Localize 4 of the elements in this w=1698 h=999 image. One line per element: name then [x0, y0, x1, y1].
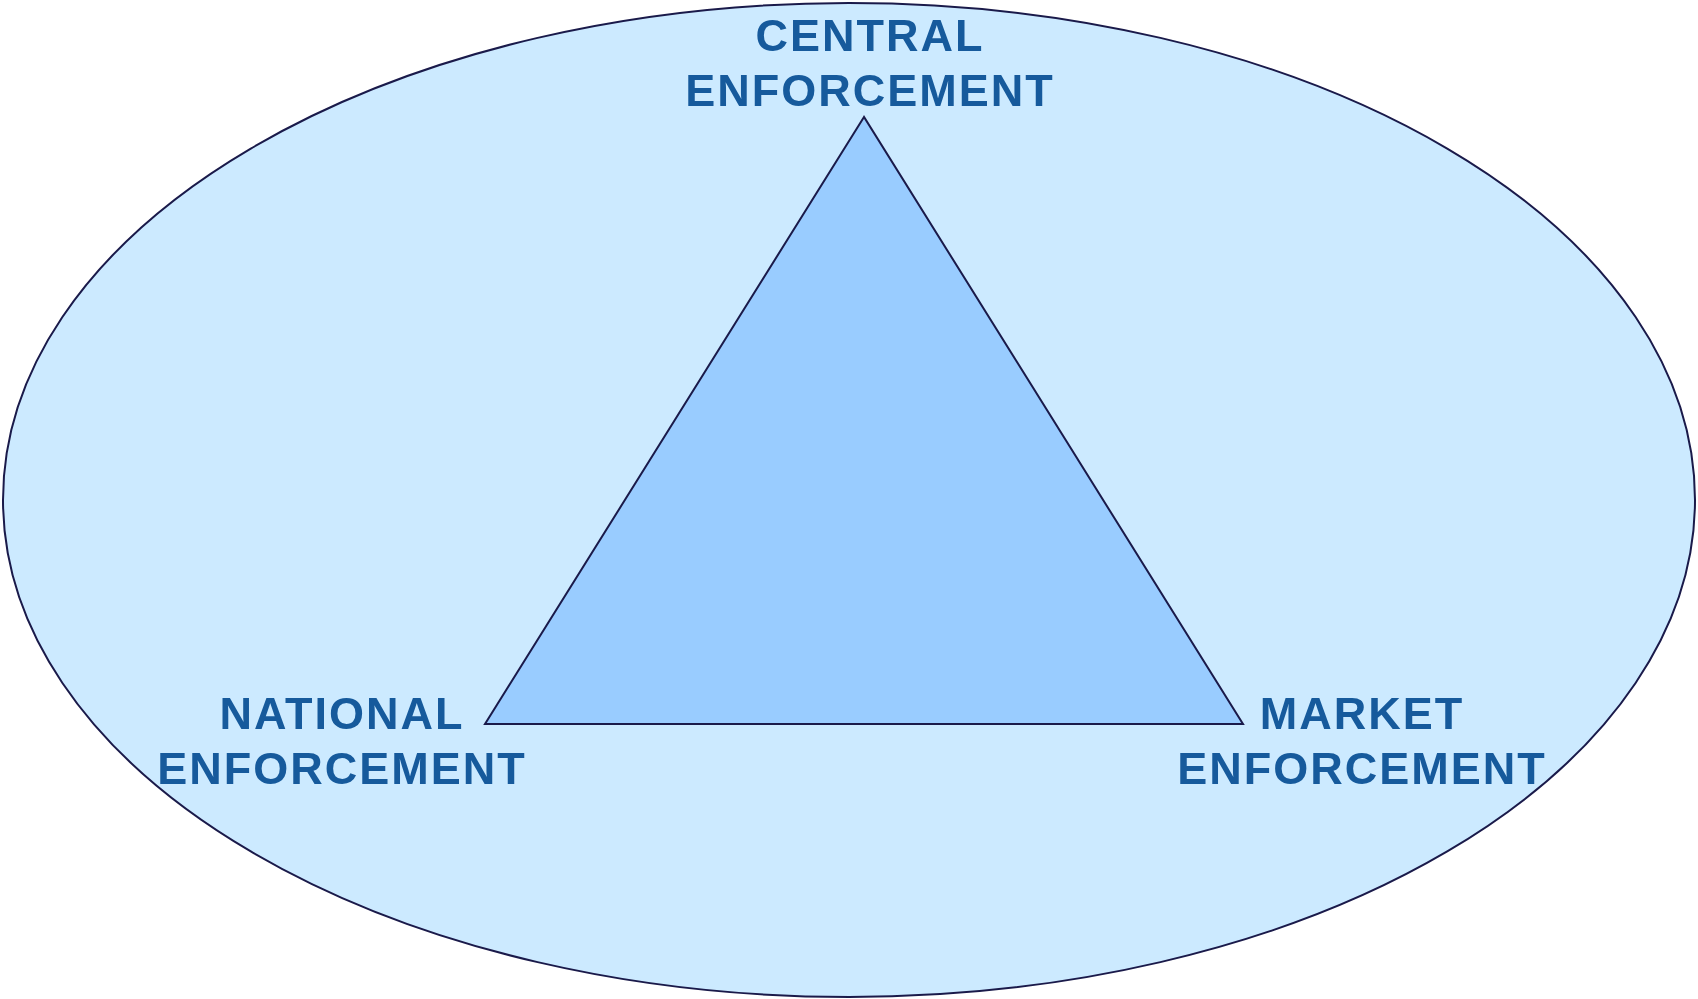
vertex-label: NATIONAL ENFORCEMENT — [156, 687, 528, 796]
triangle — [483, 115, 1245, 725]
vertex-label: MARKET ENFORCEMENT — [1176, 687, 1548, 796]
vertex-label: CENTRAL ENFORCEMENT — [684, 9, 1056, 118]
